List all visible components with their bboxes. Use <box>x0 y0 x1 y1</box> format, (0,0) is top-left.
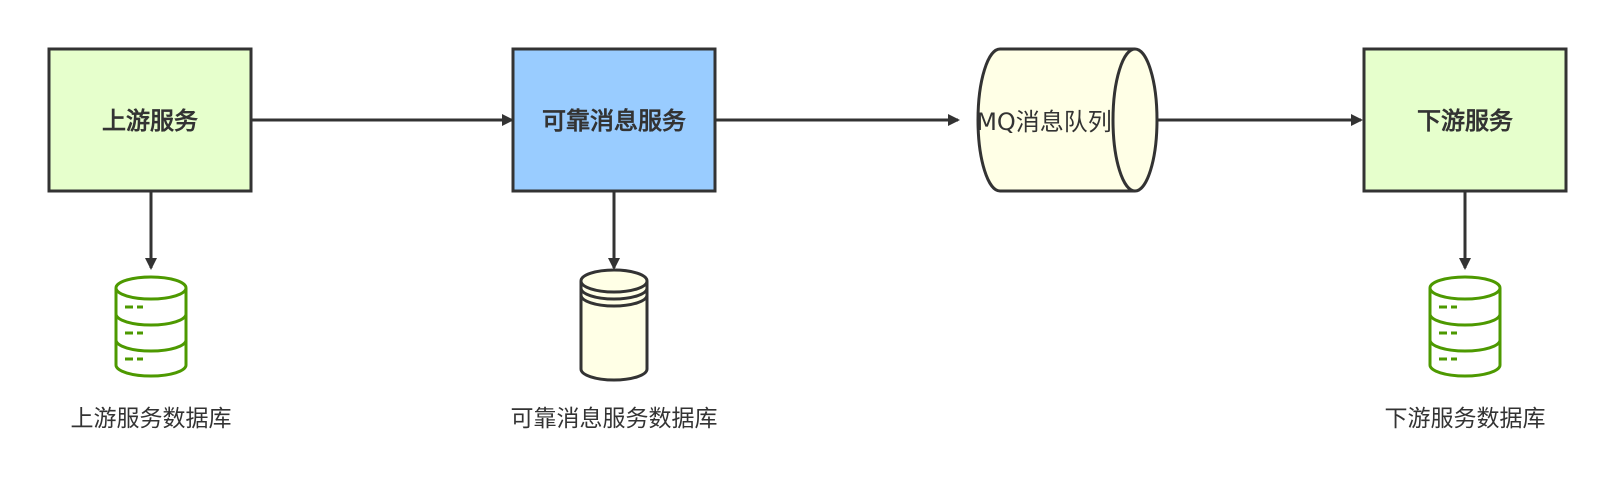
reliable-message-service-box <box>511 47 717 193</box>
downstream-service-label: 下游服务 <box>1417 107 1514 135</box>
db-edges <box>145 191 1471 270</box>
downstream-db-label: 下游服务数据库 <box>1385 406 1546 432</box>
reliable-db-icon[interactable] <box>579 268 649 382</box>
upstream-service-box <box>47 47 253 193</box>
reliable-message-service-label: 可靠消息服务 <box>542 107 687 135</box>
downstream-service-box <box>1362 47 1568 193</box>
upstream-db-label: 上游服务数据库 <box>71 406 232 432</box>
upstream-service-node[interactable]: 上游服务 <box>47 47 253 193</box>
upstream-db-icon[interactable] <box>114 275 188 378</box>
downstream-db-icon[interactable] <box>1428 275 1502 378</box>
upstream-service-label: 上游服务 <box>102 107 199 135</box>
mq-queue-label: MQ消息队列 <box>976 108 1112 136</box>
mq-queue-front-ellipse <box>1111 47 1136 193</box>
reliable-message-service-node[interactable]: 可靠消息服务 <box>511 47 717 193</box>
downstream-service-node[interactable]: 下游服务 <box>1362 47 1568 193</box>
reliable-db-label: 可靠消息服务数据库 <box>511 406 718 432</box>
mq-queue-node[interactable]: MQ消息队列 <box>976 47 1159 193</box>
